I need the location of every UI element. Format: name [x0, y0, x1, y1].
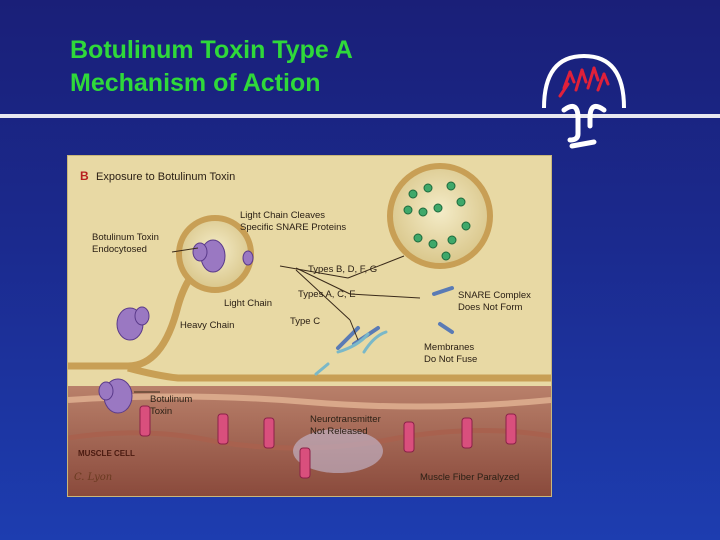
label-snare-complex: SNARE Complex Does Not Form — [458, 290, 531, 314]
label-heavy-chain: Heavy Chain — [180, 320, 234, 332]
slide-title-line-2: Mechanism of Action — [70, 67, 353, 100]
label-types-ace: Types A, C, E — [298, 289, 356, 301]
pharma-logo-icon — [538, 48, 630, 158]
artist-signature: C. Lyon — [74, 472, 112, 483]
label-type-c: Type C — [290, 316, 320, 328]
label-light-chain: Light Chain — [224, 298, 272, 310]
label-membranes: Membranes Do Not Fuse — [424, 342, 477, 366]
slide-title: Botulinum Toxin Type A Mechanism of Acti… — [70, 34, 353, 100]
label-muscle-cell: MUSCLE CELL — [78, 448, 135, 460]
label-types-bdfg: Types B, D, F, G — [308, 264, 377, 276]
label-neurotransmitter: Neurotransmitter Not Released — [310, 414, 381, 438]
label-muscle-fiber: Muscle Fiber Paralyzed — [420, 472, 519, 484]
panel-letter: B — [80, 170, 89, 182]
label-botulinum-toxin: Botulinum Toxin — [150, 394, 192, 418]
label-endocytosed: Botulinum Toxin Endocytosed — [92, 232, 159, 256]
figure-heading: Exposure to Botulinum Toxin — [96, 171, 235, 183]
label-light-chain-cleaves: Light Chain Cleaves Specific SNARE Prote… — [240, 210, 346, 234]
mechanism-illustration: B Exposure to Botulinum Toxin Botulinum … — [67, 155, 552, 497]
slide-title-line-1: Botulinum Toxin Type A — [70, 34, 353, 67]
